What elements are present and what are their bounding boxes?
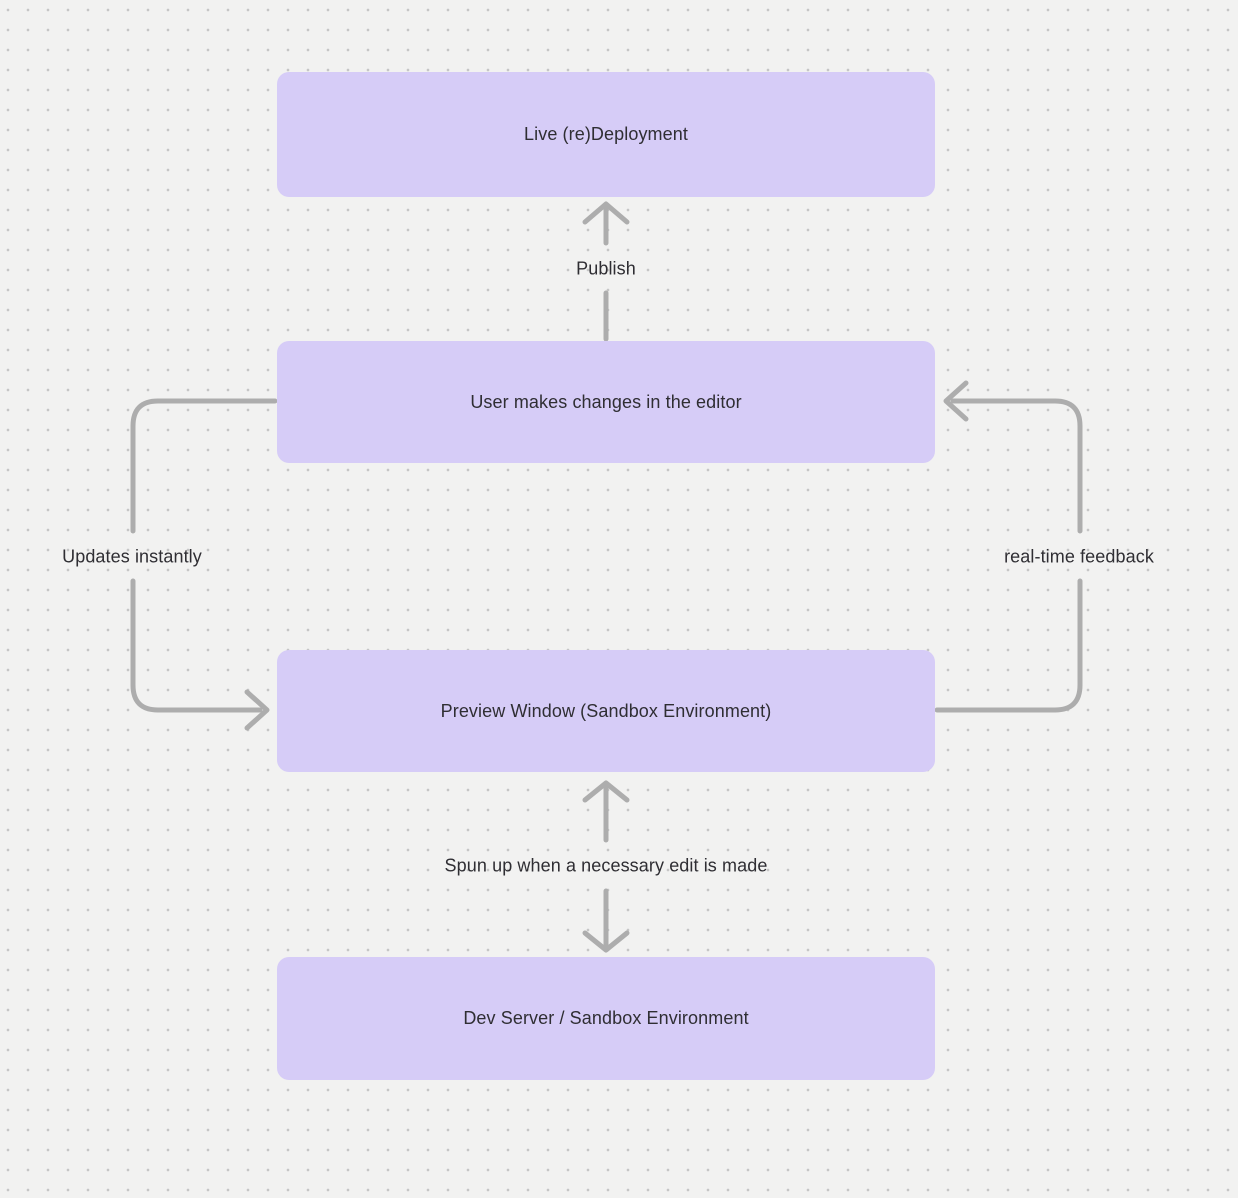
node-preview-window-label: Preview Window (Sandbox Environment) bbox=[440, 700, 772, 721]
edge-updates-segment-bottom bbox=[130, 578, 263, 713]
edge-updates-segment-top bbox=[130, 398, 278, 534]
edge-spunup-arrowhead-up bbox=[582, 780, 630, 803]
edge-feedback-segment-top bbox=[950, 398, 1083, 534]
edge-publish-arrowhead bbox=[582, 201, 630, 225]
edge-feedback-arrowhead bbox=[943, 380, 969, 422]
node-user-editor-label: User makes changes in the editor bbox=[470, 391, 742, 412]
node-preview-window: Preview Window (Sandbox Environment) bbox=[277, 650, 935, 772]
node-live-deployment-label: Live (re)Deployment bbox=[524, 124, 688, 144]
node-live-deployment: Live (re)Deployment bbox=[277, 72, 935, 197]
edge-label-updates-instantly: Updates instantly bbox=[62, 546, 202, 567]
edge-updates-arrowhead bbox=[244, 689, 270, 731]
edge-spunup-arrowhead-down bbox=[582, 930, 630, 953]
edge-label-real-time-feedback: real-time feedback bbox=[1004, 546, 1154, 567]
node-dev-server: Dev Server / Sandbox Environment bbox=[277, 957, 935, 1080]
node-user-editor: User makes changes in the editor bbox=[277, 341, 935, 463]
edge-label-publish: Publish bbox=[576, 258, 636, 279]
node-dev-server-label: Dev Server / Sandbox Environment bbox=[463, 1008, 749, 1028]
edge-feedback-segment-bottom bbox=[934, 578, 1083, 713]
edge-label-spun-up: Spun up when a necessary edit is made bbox=[444, 855, 768, 876]
